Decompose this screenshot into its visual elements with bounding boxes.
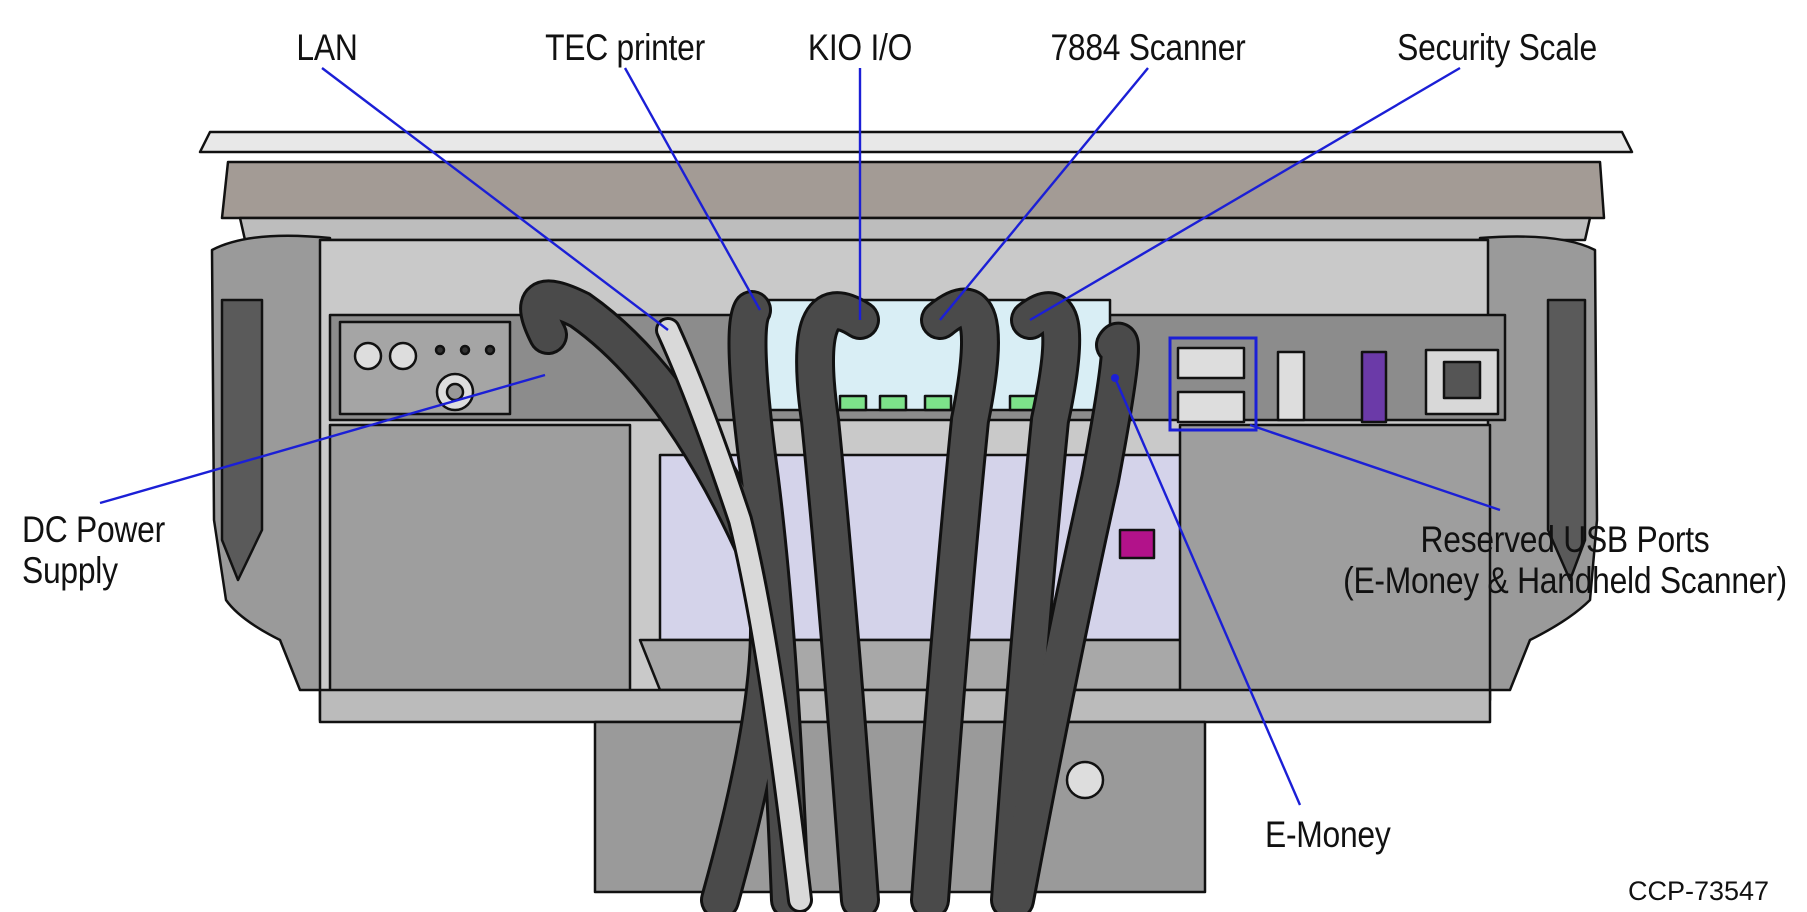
top-lid [198,130,1634,154]
usb-highlight-box [1168,336,1258,432]
usb-line1: Reserved USB Ports [1420,519,1710,560]
callout-lan: LAN [296,27,358,68]
dc-power-line1: DC Power [22,509,165,550]
base-plate [318,688,1492,724]
lan-cable [658,320,810,910]
callout-7884-scanner: 7884 Scanner [1050,27,1246,68]
usb-port-upper [1176,346,1246,380]
callout-kio-io: KIO I/O [807,27,913,68]
stand [593,720,1207,894]
callout-reserved-usb-ports: Reserved USB Ports (E-Money & Handheld S… [1343,519,1787,601]
callout-tec-printer: TEC printer [545,27,705,68]
top-rail [220,160,1606,220]
usb-line2: (E-Money & Handheld Scanner) [1343,559,1787,601]
callout-security-scale: Security Scale [1397,27,1597,68]
left-bracket [328,423,632,702]
dc-power-line2: Supply [22,549,118,591]
callout-dc-power-supply: DC Power Supply [22,509,165,591]
figure-id: CCP-73547 [1628,876,1770,906]
purple-port [1360,350,1388,424]
callout-e-money: E-Money [1265,814,1391,855]
leader-lines [99,66,1501,806]
usb-port-lower [1176,390,1246,424]
